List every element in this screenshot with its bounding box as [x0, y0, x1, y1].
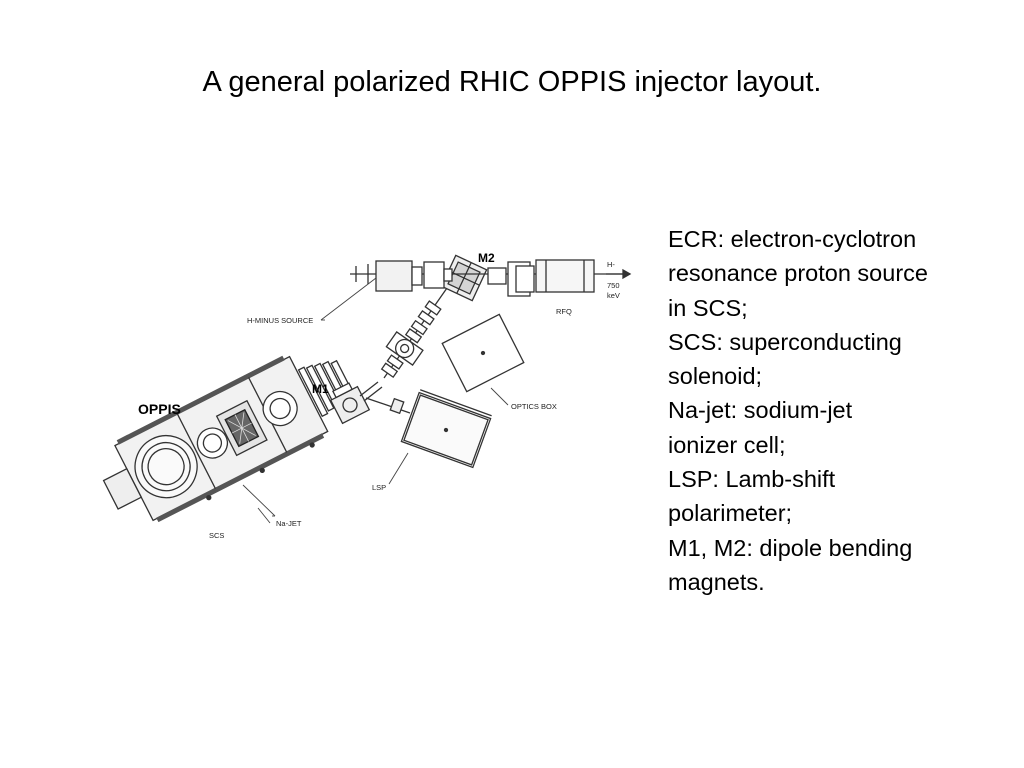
- leader-lines: [242, 277, 509, 524]
- label-optics-box: OPTICS BOX: [511, 402, 557, 411]
- legend-line: polarimeter;: [668, 500, 793, 527]
- oppis-assembly: [102, 355, 353, 523]
- injector-layout-diagram: OPPIS M1 M2 H-MINUS SOURCE RFQ H- 750 ke…: [102, 251, 632, 540]
- top-beamline: [350, 259, 632, 297]
- label-m2: M2: [478, 251, 495, 265]
- legend-line: LSP: Lamb-shift: [668, 466, 836, 493]
- label-h-minus-source: H-MINUS SOURCE: [247, 316, 313, 325]
- label-beam-species: H-: [607, 260, 615, 269]
- lsp-polarimeter: [400, 389, 492, 469]
- legend-line: magnets.: [668, 568, 765, 595]
- diagonal-beamline: [380, 287, 448, 379]
- legend-line: in SCS;: [668, 294, 748, 321]
- label-rfq: RFQ: [556, 307, 572, 316]
- legend-line: SCS: superconducting: [668, 328, 902, 355]
- label-na-jet: Na-JET: [276, 519, 302, 528]
- label-m1: M1: [312, 382, 329, 396]
- scs-solenoid: [134, 435, 198, 499]
- label-lsp: LSP: [372, 483, 386, 492]
- m2-magnet: [440, 254, 488, 302]
- na-jet-cell: [196, 390, 298, 459]
- optics-box: [441, 313, 525, 393]
- rfq-body: [535, 259, 595, 293]
- h-minus-source-body: [375, 260, 413, 292]
- legend-line: solenoid;: [668, 363, 763, 390]
- legend-line: M1, M2: dipole bending: [668, 534, 913, 561]
- legend-line: ECR: electron-cyclotron: [668, 226, 917, 252]
- label-oppis: OPPIS: [138, 401, 181, 417]
- slide-title: A general polarized RHIC OPPIS injector …: [202, 66, 822, 98]
- label-beam-energy-value: 750: [607, 281, 620, 290]
- m1-magnet: [329, 382, 371, 425]
- label-beam-energy-unit: keV: [607, 291, 620, 300]
- lsp-beam-pipe: [365, 397, 411, 415]
- legend-line: ionizer cell;: [668, 431, 786, 458]
- label-scs: SCS: [209, 531, 224, 540]
- legend-line: Na-jet: sodium-jet: [668, 397, 853, 424]
- legend-text: ECR: electron-cyclotron resonance proton…: [668, 222, 1008, 599]
- legend-line: resonance proton source: [668, 260, 928, 287]
